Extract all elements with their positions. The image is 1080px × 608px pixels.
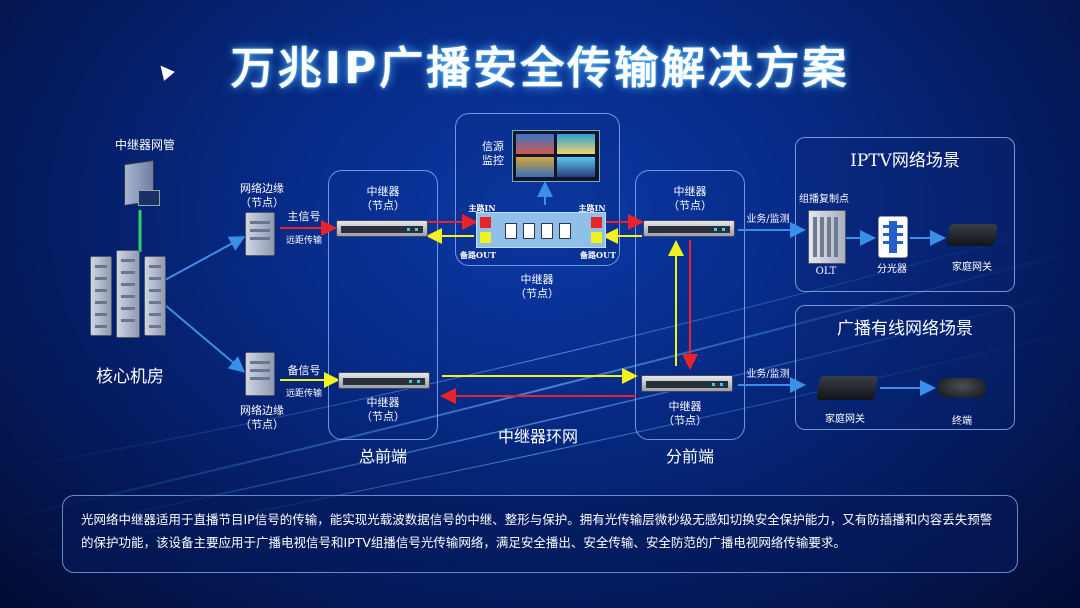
hq-label: 总前端 (358, 447, 407, 466)
main-signal-label: 主信号 (287, 210, 321, 223)
edge-top-server-icon (245, 212, 275, 256)
page-title: 万兆IP广播安全传输解决方案 (230, 43, 850, 94)
iptv-gateway-icon (946, 224, 998, 246)
repeater-hq-bottom (338, 372, 430, 389)
description-box: 光网络中继器适用于直播节目IP信号的传输，能实现光载波数据信号的中继、整形与保护… (62, 495, 1018, 573)
remote-transmission-bottom: 远距传输 (285, 389, 322, 399)
cable-title: 广播有线网络场景 (837, 319, 973, 339)
iptv-title: IPTV网络场景 (850, 151, 960, 171)
core-room-label: 核心机房 (96, 367, 164, 387)
remote-transmission-top: 远距传输 (285, 236, 322, 246)
monitor-line2: 监控 (482, 154, 504, 167)
olt-label: OLT (815, 266, 837, 277)
edge-top-line1: 网络边缘 (240, 182, 284, 195)
repeater-branch-top (643, 220, 735, 237)
backup-out-right: 备路OUT (580, 250, 616, 260)
multicast-point-label: 组播复制点 (799, 194, 849, 205)
center-repeater-device (476, 212, 606, 248)
splitter-label: 分光器 (877, 264, 907, 275)
cable-scene (795, 305, 1015, 430)
rep-tl-line2: （节点） (361, 199, 405, 212)
nms-computer-icon (122, 159, 160, 212)
rep-center-line1: 中继器 (520, 273, 554, 286)
repeater-hq-top (336, 220, 428, 237)
edge-bottom-server-icon (245, 352, 275, 396)
rep-bl-line1: 中继器 (366, 396, 400, 409)
monitor-wall-icon (512, 130, 600, 182)
branch-frame (635, 170, 745, 440)
cable-gateway-icon (815, 376, 879, 400)
terminal-label: 终端 (952, 416, 972, 427)
rep-tr-line2: （节点） (668, 199, 712, 212)
repeater-branch-bottom (641, 375, 733, 392)
rep-bl-line2: （节点） (361, 410, 405, 423)
monitor-line1: 信源 (482, 140, 504, 153)
branch-label: 分前端 (665, 447, 714, 466)
edge-bottom-line1: 网络边缘 (240, 404, 284, 417)
splitter-icon (878, 216, 908, 258)
biz-monitor-bottom: 业务/监测 (746, 369, 790, 380)
rep-br-line2: （节点） (663, 414, 707, 427)
rep-center-line2: （节点） (515, 287, 559, 300)
hq-frame (328, 170, 438, 440)
iptv-gateway-label: 家庭网关 (952, 262, 992, 273)
ring-network-label: 中继器环网 (497, 427, 578, 446)
cable-gateway-label: 家庭网关 (825, 414, 865, 425)
core-server-rack-icon (90, 250, 170, 340)
rep-tr-line1: 中继器 (673, 185, 707, 198)
rep-tl-line1: 中继器 (366, 185, 400, 198)
backup-out-left: 备路OUT (460, 250, 496, 260)
biz-monitor-top: 业务/监测 (746, 214, 790, 225)
main-in-left: 主路IN (468, 203, 496, 213)
rep-br-line1: 中继器 (668, 400, 702, 413)
terminal-icon (938, 378, 986, 398)
backup-signal-label: 备信号 (287, 364, 321, 377)
olt-device-icon (808, 210, 846, 264)
nms-label: 中继器网管 (114, 138, 175, 152)
edge-top-line2: （节点） (240, 196, 284, 209)
main-in-right: 主路IN (578, 203, 606, 213)
edge-bottom-line2: （节点） (240, 418, 284, 431)
